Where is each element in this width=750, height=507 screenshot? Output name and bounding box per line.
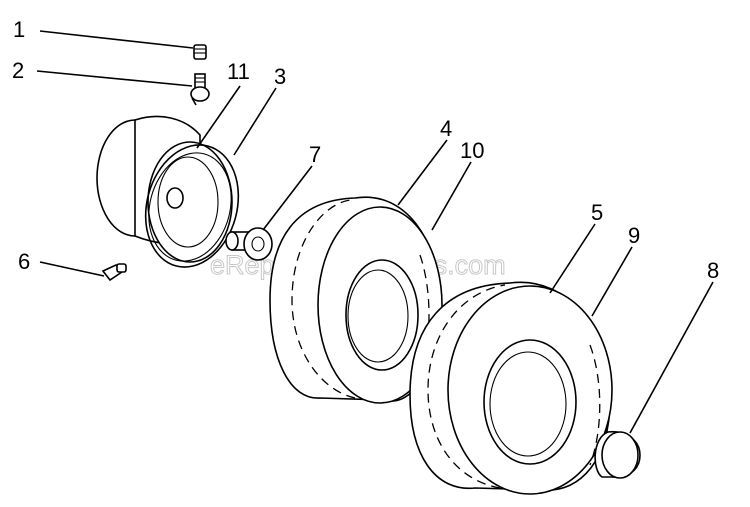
rear-tire-part: [409, 281, 613, 495]
leader-lines: [36, 30, 714, 434]
leader-7: [262, 165, 313, 231]
callout-1: 1: [13, 17, 25, 42]
callout-11: 11: [227, 59, 250, 84]
leader-10: [431, 161, 472, 231]
leader-6: [39, 261, 105, 277]
valve-stem-part: [190, 73, 210, 106]
callout-labels: 1 2 3 4 5 6 7 8 9 10 11: [12, 17, 719, 283]
callout-5: 5: [591, 200, 603, 225]
bushing-part: [225, 227, 273, 261]
leader-8: [629, 281, 714, 434]
callout-2: 2: [12, 58, 24, 83]
wheel-rim-part: [96, 115, 233, 263]
leader-4: [397, 139, 448, 206]
leader-1: [39, 30, 194, 49]
callout-9: 9: [628, 223, 640, 248]
callout-10: 10: [460, 138, 484, 163]
valve-cap-part: [193, 44, 207, 60]
callout-8: 8: [707, 258, 719, 283]
leader-3: [233, 87, 277, 156]
callout-7: 7: [309, 142, 321, 167]
leader-5: [549, 223, 596, 294]
callout-6: 6: [18, 249, 30, 274]
callout-4: 4: [440, 116, 452, 141]
leader-11: [196, 85, 241, 149]
front-tire-part: [269, 196, 443, 404]
callout-3: 3: [274, 64, 286, 89]
hub-cap-part: [594, 430, 641, 479]
leader-9: [591, 246, 633, 317]
grease-fitting-part: [101, 263, 127, 282]
rim-plate-part: [144, 144, 240, 268]
leader-2: [36, 70, 193, 87]
